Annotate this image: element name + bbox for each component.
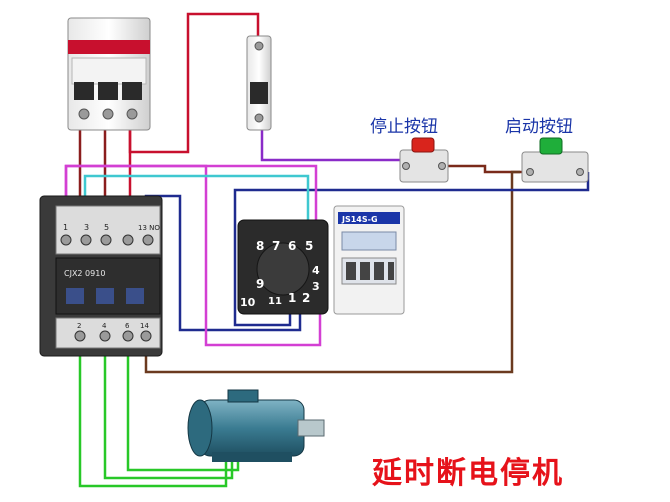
timer-model: JS14S-G [341, 215, 378, 224]
wire-blue-holding [233, 172, 590, 327]
start-button-device [521, 137, 589, 183]
wire-magenta-b [64, 164, 318, 236]
wire-brown-return [144, 170, 520, 374]
wire-green-u [78, 352, 228, 488]
socket-pin-3: 3 [312, 280, 320, 293]
contactor-terminal-13: 13 NO [138, 224, 160, 232]
socket-pin-1: 1 [288, 291, 296, 305]
contactor-terminal-6: 6 [125, 322, 130, 330]
timer-relay: JS14S-G [333, 205, 405, 315]
contactor-terminal-14: 14 [140, 322, 149, 330]
diagram-title: 延时断电停机 [372, 456, 564, 491]
socket-pin-9: 9 [256, 277, 264, 291]
contactor-terminal-4: 4 [102, 322, 107, 330]
socket-pin-11: 11 [268, 296, 282, 307]
three-pole-breaker [67, 17, 151, 131]
contactor-terminal-2: 2 [77, 322, 81, 330]
contactor-model: CJX2 0910 [64, 269, 105, 278]
timer-socket: 8 7 6 5 9 4 3 10 11 1 2 [237, 219, 329, 315]
stop-button-device [399, 137, 449, 183]
wires [64, 12, 590, 488]
wire-purple-control [260, 130, 430, 162]
socket-pin-4: 4 [312, 264, 320, 277]
stop-button-label: 停止按钮 [370, 117, 438, 137]
wire-green-w [126, 352, 240, 472]
contactor: 1 3 5 13 NO CJX2 0910 2 4 6 14 [39, 195, 163, 357]
socket-pin-2: 2 [302, 291, 310, 305]
motor [187, 389, 325, 462]
socket-pin-5: 5 [305, 239, 313, 253]
start-button-label: 启动按钮 [505, 117, 573, 137]
contactor-terminal-1: 1 [63, 223, 68, 232]
wire-brown-stop-start [430, 164, 530, 174]
contactor-terminal-5: 5 [104, 223, 109, 232]
single-pole-breaker [246, 35, 272, 131]
wire-cyan [83, 174, 310, 236]
contactor-terminal-3: 3 [84, 223, 89, 232]
wire-red-supply [186, 12, 260, 92]
socket-pin-10: 10 [240, 296, 256, 309]
socket-pin-7: 7 [272, 239, 280, 253]
socket-pin-8: 8 [256, 239, 264, 253]
socket-pin-6: 6 [288, 239, 296, 253]
